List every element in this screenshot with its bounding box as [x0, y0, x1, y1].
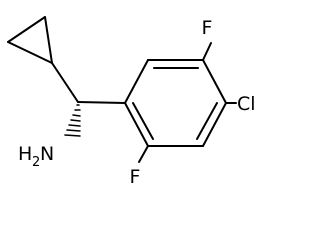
bond [138, 145, 149, 163]
chlorine-label: Cl [237, 93, 256, 115]
bond [7, 16, 46, 43]
fluorine-label: F [202, 17, 213, 39]
bond [124, 59, 149, 104]
hashed-wedge-bond [64, 104, 81, 137]
bond [51, 62, 79, 103]
double-bond-inner [196, 102, 218, 140]
bond [202, 102, 227, 147]
bond [77, 101, 126, 104]
double-bond-inner [132, 102, 154, 140]
amine-h-label: H [18, 143, 32, 165]
bond [202, 59, 227, 104]
amine-group-label: H 2 N [18, 143, 54, 170]
benzene-ring [124, 59, 227, 147]
molecule-structure: F Cl F H 2 N [7, 16, 256, 188]
cyclopropyl-ring [7, 16, 53, 64]
bond [202, 42, 212, 61]
bond [124, 102, 149, 147]
amine-n-label: N [40, 143, 54, 165]
fluorine-label: F [130, 166, 141, 188]
amine-subscript: 2 [32, 155, 40, 170]
bond [44, 16, 53, 64]
bond [7, 41, 53, 64]
